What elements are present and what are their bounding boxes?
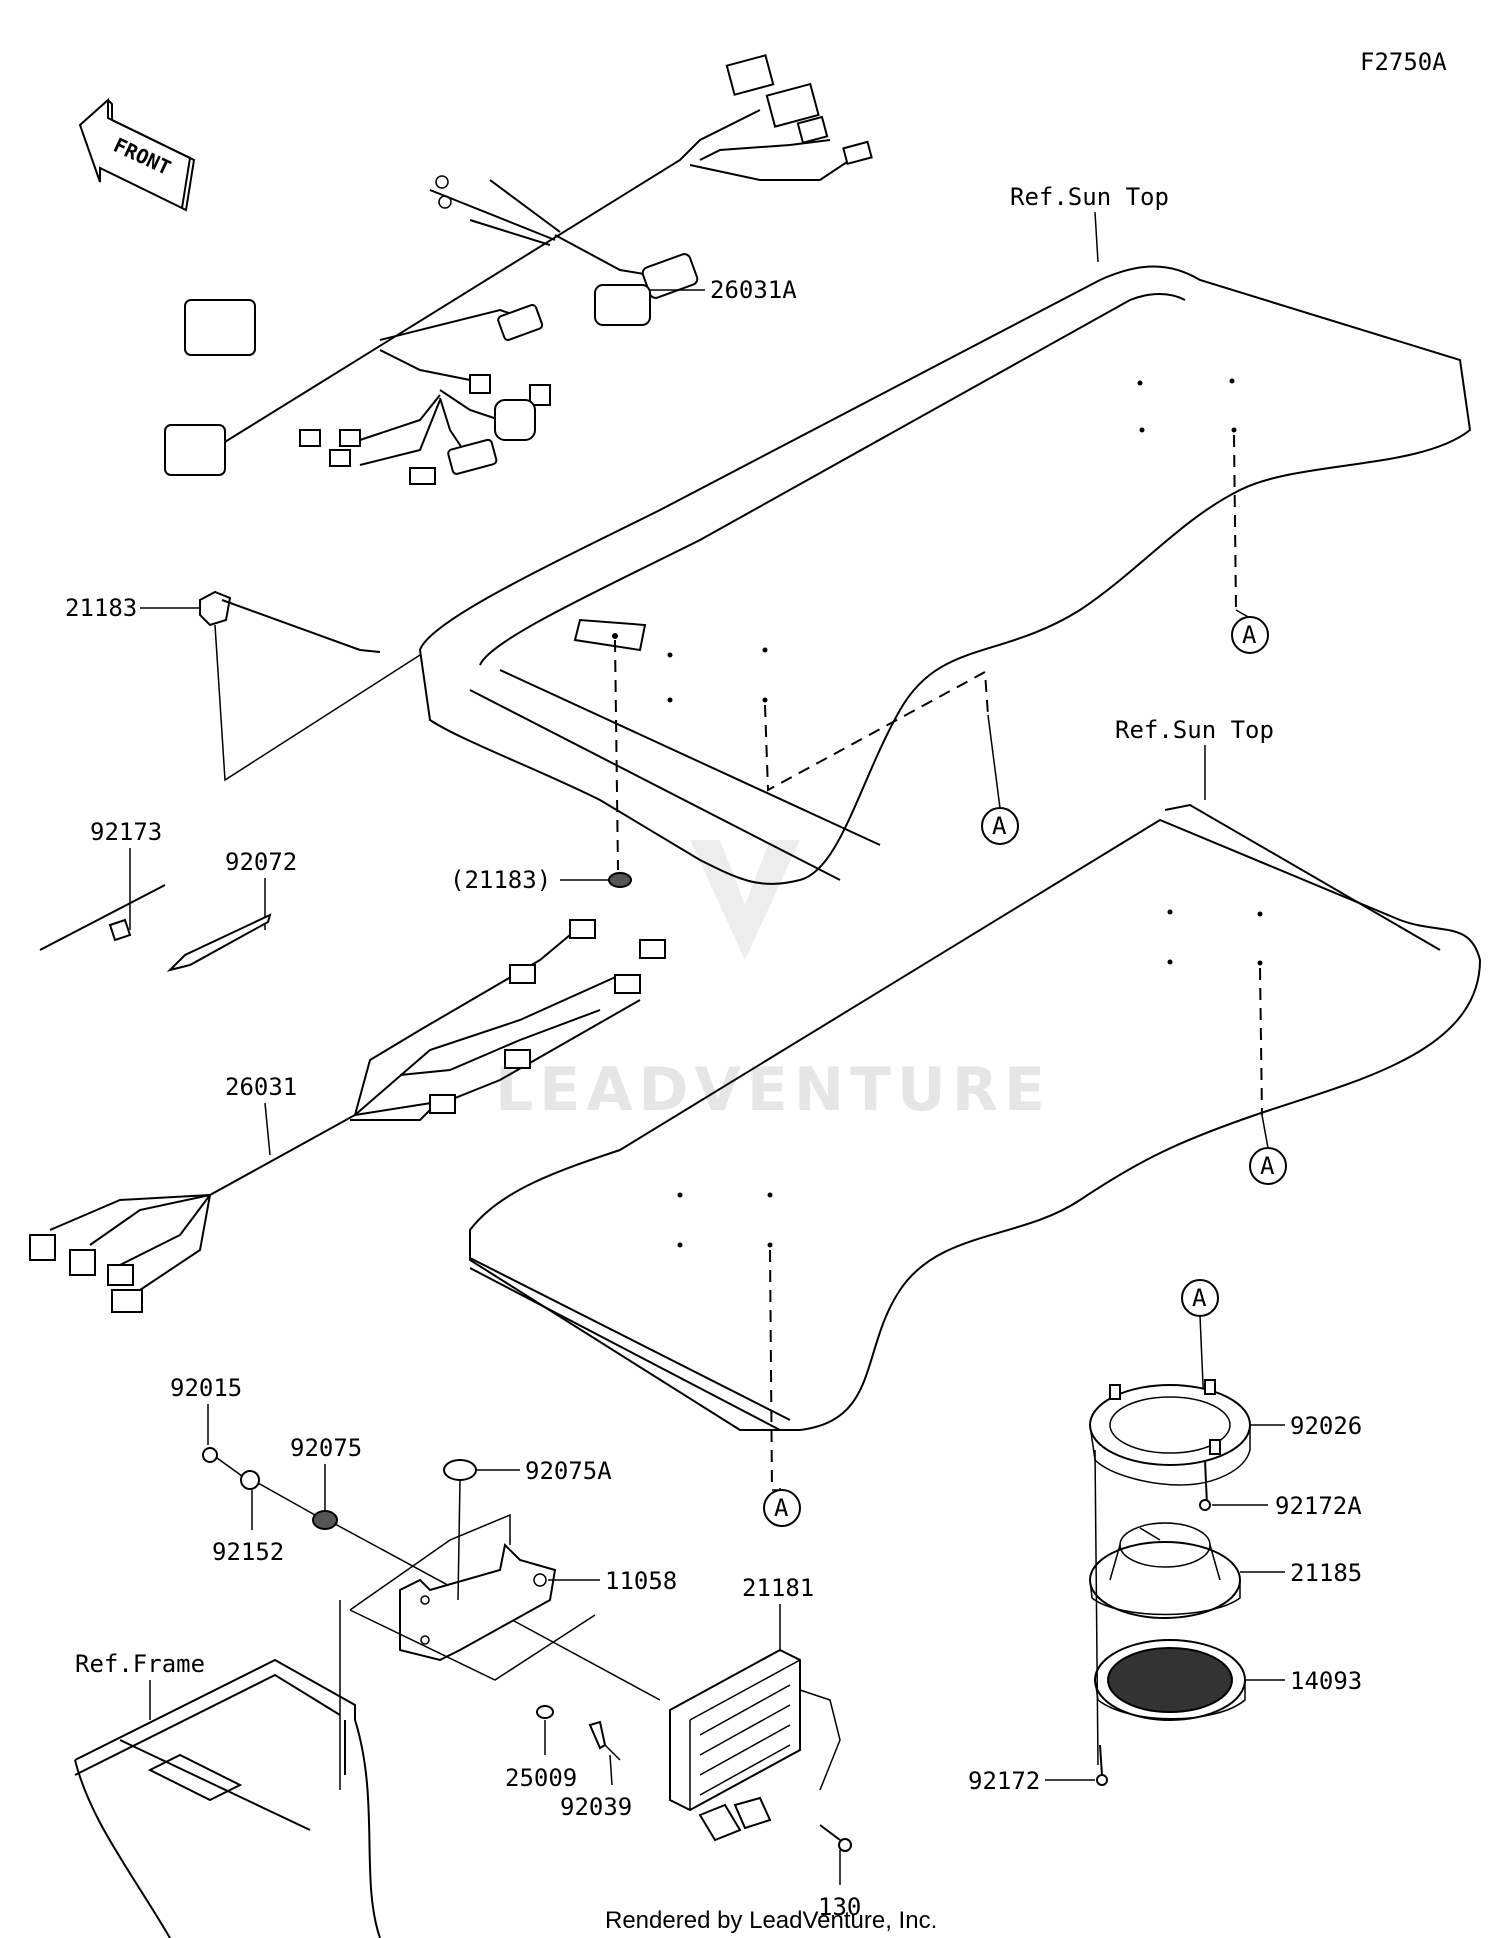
label-25009: 25009 xyxy=(505,1764,577,1792)
svg-text:A: A xyxy=(1260,1152,1275,1180)
view-marker-a-3: A xyxy=(1249,1114,1287,1185)
figure-code: F2750A xyxy=(1360,48,1447,76)
svg-text:A: A xyxy=(1242,621,1257,649)
amplifier-21181: 21181 130 xyxy=(669,1574,861,1921)
antenna-21183: 21183 (21183) xyxy=(65,590,632,894)
sun-top-lower: Ref.Sun Top xyxy=(469,716,1482,1491)
frame-reference: Ref.Frame xyxy=(74,1650,381,1938)
label-21183: 21183 xyxy=(65,594,137,622)
view-marker-a-5: A xyxy=(1181,1279,1219,1431)
clamp-92173: 92173 xyxy=(39,818,166,951)
speaker-assembly: 92026 92172A 21185 14093 92172 xyxy=(968,1379,1362,1795)
label-130: 130 xyxy=(818,1893,861,1921)
wire-harness-26031a: 26031A xyxy=(164,54,873,485)
band-92072: 92072 xyxy=(166,848,297,972)
label-21185: 21185 xyxy=(1290,1559,1362,1587)
label-92075a: 92075A xyxy=(525,1457,612,1485)
view-marker-a-1: A xyxy=(1231,609,1269,654)
sun-top-upper: Ref.Sun Top xyxy=(418,183,1472,885)
ref-sun-top-lower: Ref.Sun Top xyxy=(1115,716,1274,744)
svg-text:A: A xyxy=(992,812,1007,840)
svg-text:A: A xyxy=(1192,1284,1207,1312)
label-26031a: 26031A xyxy=(710,276,797,304)
svg-text:A: A xyxy=(774,1494,789,1522)
label-92072: 92072 xyxy=(225,848,297,876)
label-26031: 26031 xyxy=(225,1073,297,1101)
watermark: LEADVENTURE xyxy=(495,840,1051,1125)
label-92173: 92173 xyxy=(90,818,162,846)
label-92075: 92075 xyxy=(290,1434,362,1462)
view-marker-a-4: A xyxy=(763,1488,801,1527)
label-92026: 92026 xyxy=(1290,1412,1362,1440)
label-92015: 92015 xyxy=(170,1374,242,1402)
label-92172: 92172 xyxy=(968,1767,1040,1795)
ref-frame: Ref.Frame xyxy=(75,1650,205,1678)
wire-harness-26031: 26031 xyxy=(29,919,666,1313)
credit-text: Rendered by LeadVenture, Inc. xyxy=(605,1907,937,1934)
label-21183-paren: (21183) xyxy=(450,866,551,894)
label-92172a: 92172A xyxy=(1275,1492,1362,1520)
label-14093: 14093 xyxy=(1290,1667,1362,1695)
ref-sun-top-upper: Ref.Sun Top xyxy=(1010,183,1169,211)
watermark-text: LEADVENTURE xyxy=(495,1055,1051,1125)
label-21181: 21181 xyxy=(742,1574,814,1602)
bracket-hardware: 92015 92075 92152 92075A 11058 25009 920… xyxy=(170,1374,677,1821)
view-marker-a-2: A xyxy=(981,714,1019,845)
label-11058: 11058 xyxy=(605,1567,677,1595)
front-arrow-icon: FRONT xyxy=(78,97,196,212)
label-92152: 92152 xyxy=(212,1538,284,1566)
label-92039: 92039 xyxy=(560,1793,632,1821)
